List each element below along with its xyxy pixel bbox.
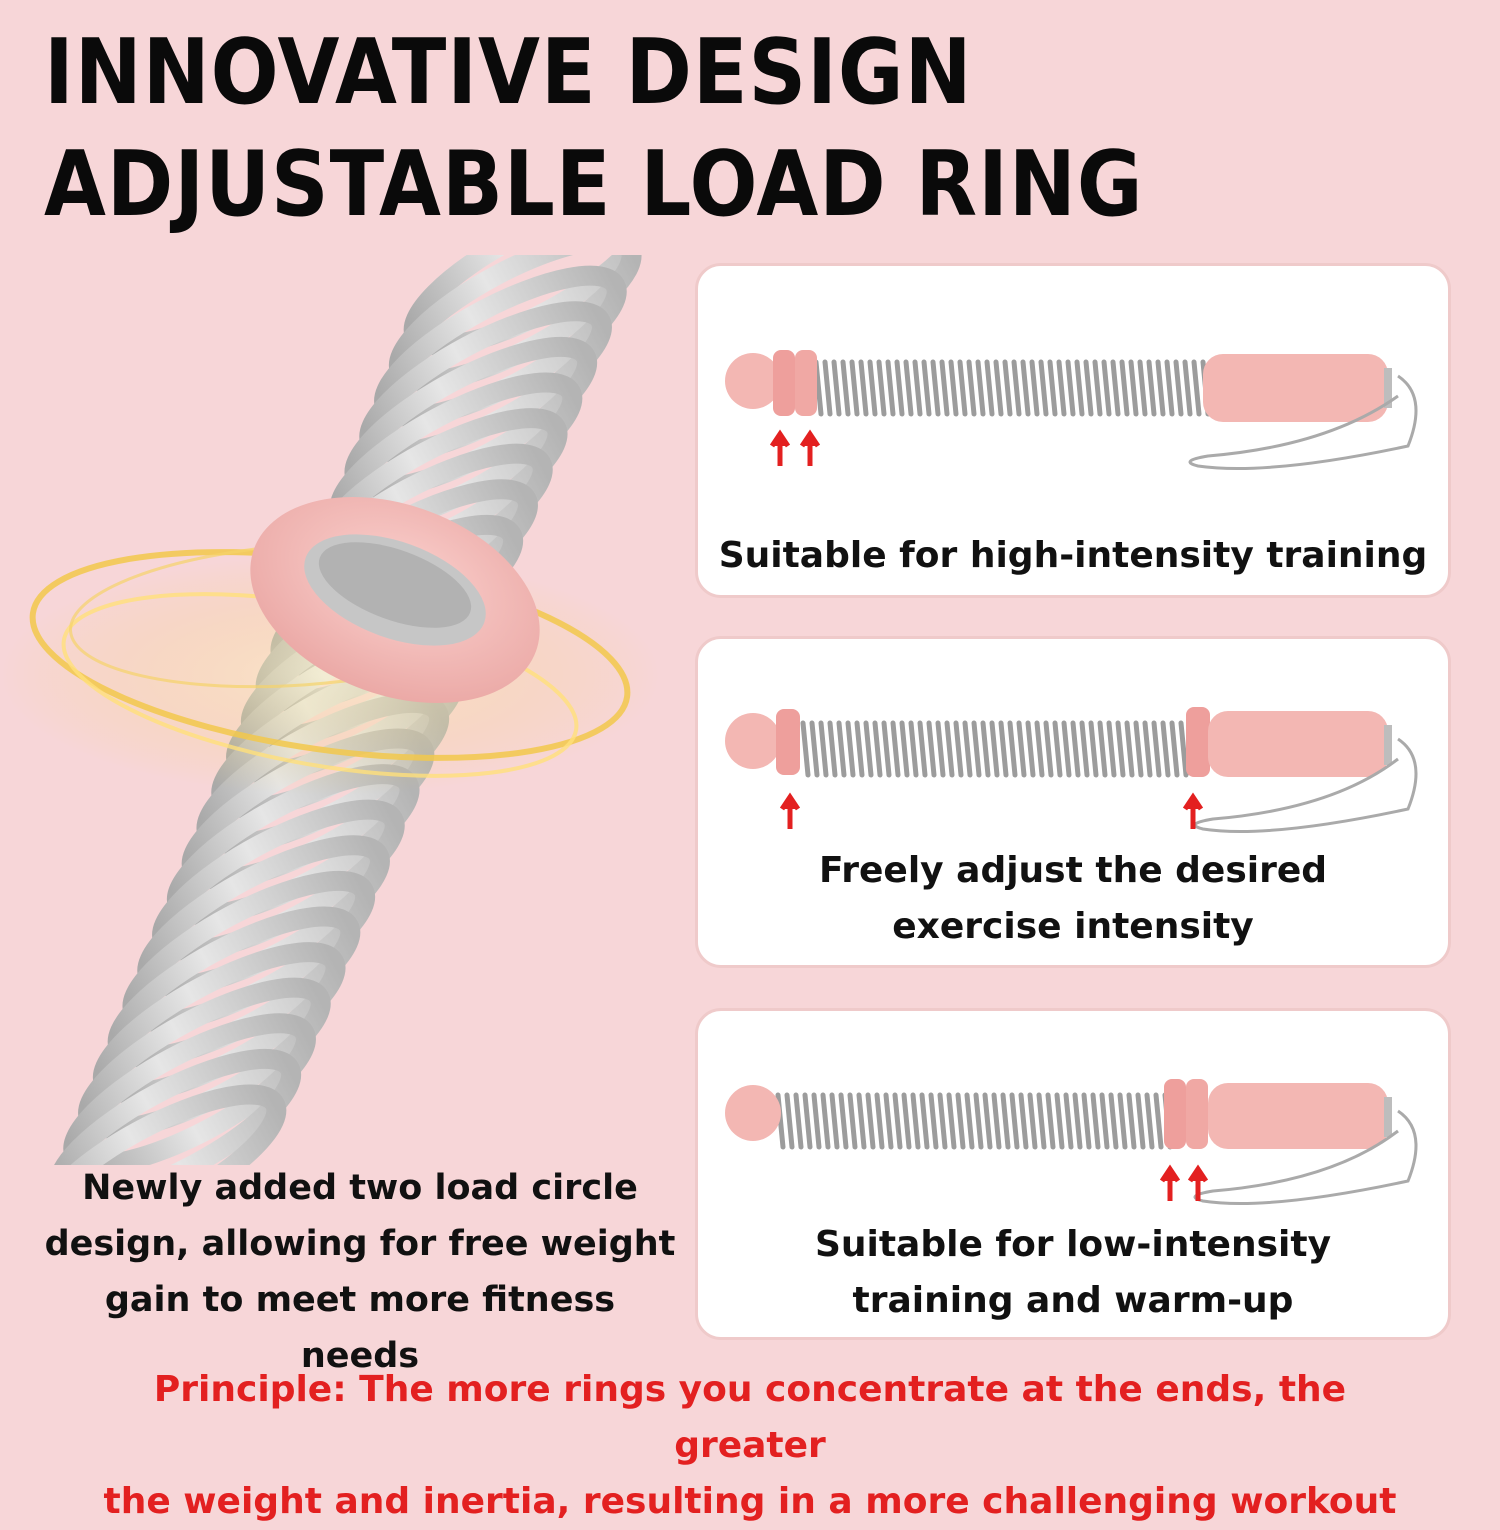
weight-ball bbox=[725, 1085, 781, 1141]
card-low-intensity: Suitable for low-intensity training and … bbox=[695, 1008, 1451, 1340]
left-caption: Newly added two load circle design, allo… bbox=[40, 1160, 680, 1384]
arrow-up-icon bbox=[769, 429, 821, 466]
load-ring-1 bbox=[776, 709, 800, 775]
wrist-strap bbox=[1193, 1109, 1418, 1205]
principle-note: Principle: The more rings you concentrat… bbox=[100, 1362, 1400, 1530]
wrist-strap bbox=[1188, 374, 1418, 470]
card-caption-line: Freely adjust the desired bbox=[818, 850, 1328, 891]
spring bbox=[800, 720, 1189, 778]
load-ring bbox=[250, 497, 540, 703]
left-caption-line: design, allowing for free weight bbox=[44, 1224, 676, 1264]
rope-rings-split-image bbox=[725, 707, 1418, 833]
load-ring-1 bbox=[773, 350, 795, 416]
principle-line: the weight and inertia, resulting in a m… bbox=[103, 1481, 1397, 1522]
card-caption-block: Freely adjust the desired exercise inten… bbox=[698, 843, 1448, 955]
weight-ball bbox=[725, 353, 781, 409]
headline-line-2: ADJUSTABLE LOAD RING bbox=[44, 132, 1144, 237]
principle-line: Principle: The more rings you concentrat… bbox=[153, 1369, 1347, 1466]
card-caption-block: Suitable for low-intensity training and … bbox=[698, 1217, 1448, 1329]
spring bbox=[813, 359, 1211, 417]
card-adjustable-intensity: Freely adjust the desired exercise inten… bbox=[695, 636, 1451, 968]
card-caption-line: Suitable for low-intensity bbox=[814, 1224, 1332, 1265]
load-ring-2 bbox=[1186, 1079, 1208, 1149]
load-ring-2 bbox=[795, 350, 817, 416]
load-ring-1 bbox=[1164, 1079, 1186, 1149]
rope-two-rings-handle-image bbox=[725, 1079, 1418, 1205]
card-caption: Suitable for high-intensity training bbox=[718, 535, 1428, 576]
weight-ball bbox=[725, 713, 781, 769]
handle bbox=[1208, 1083, 1388, 1149]
headline-line-1: INNOVATIVE DESIGN bbox=[44, 20, 973, 125]
card-caption-line: training and warm-up bbox=[852, 1280, 1294, 1321]
rope-two-rings-end-image bbox=[725, 350, 1418, 470]
handle bbox=[1203, 354, 1388, 422]
left-caption-line: Newly added two load circle bbox=[82, 1168, 638, 1208]
card-high-intensity: Suitable for high-intensity training bbox=[695, 263, 1451, 598]
load-ring-2 bbox=[1186, 707, 1210, 777]
arrow-up-icon bbox=[1159, 1164, 1209, 1201]
arrow-up-icon bbox=[779, 792, 1204, 829]
left-caption-line: gain to meet more fitness needs bbox=[104, 1280, 616, 1376]
card-caption-line: exercise intensity bbox=[892, 906, 1254, 947]
wrist-strap bbox=[1193, 737, 1418, 833]
spring-closeup-image bbox=[0, 255, 660, 1165]
handle bbox=[1208, 711, 1388, 777]
spring bbox=[775, 1092, 1173, 1150]
hero-spring-illustration bbox=[0, 255, 690, 1165]
